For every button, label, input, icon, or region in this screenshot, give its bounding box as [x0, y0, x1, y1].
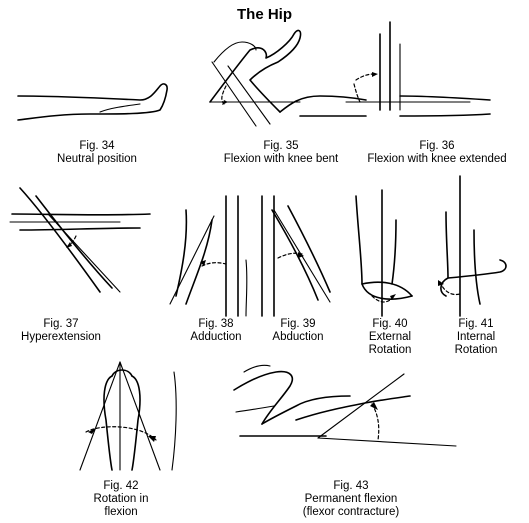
- fig-39-caption: Fig. 39 Abduction: [258, 318, 338, 344]
- diagram-title: The Hip: [237, 6, 292, 23]
- figure-number: Fig. 35: [263, 140, 299, 152]
- fig-39-abduction-drawing: [261, 195, 331, 317]
- fig-37-hyperextension-drawing: [9, 187, 151, 293]
- figure-label: Rotation in: [93, 493, 149, 505]
- fig-34-caption: Fig. 34 Neutral position: [12, 140, 182, 166]
- figure-label: Neutral position: [57, 153, 137, 165]
- fig-34-neutral-leg-drawing: [17, 83, 168, 121]
- figure-number: Fig. 38: [198, 318, 234, 330]
- figure-label: Flexion with knee extended: [367, 153, 507, 165]
- fig-41-internal-rotation-drawing: [438, 175, 507, 317]
- fig-42-rotation-in-flexion-drawing: [79, 361, 177, 471]
- figure-label: Rotation: [454, 344, 498, 356]
- fig-40-caption: Fig. 40 External Rotation: [350, 318, 430, 357]
- fig-43-permanent-flexion-drawing: [233, 364, 457, 447]
- fig-35-flexion-knee-bent-drawing: [209, 29, 367, 127]
- fig-35-caption: Fig. 35 Flexion with knee bent: [196, 140, 366, 166]
- fig-36-flexion-knee-extended-drawing: [345, 21, 491, 117]
- fig-38-caption: Fig. 38 Adduction: [176, 318, 256, 344]
- figure-label: Flexion with knee bent: [223, 153, 339, 165]
- figure-number: Fig. 43: [333, 480, 369, 492]
- figure-number: Fig. 39: [280, 318, 316, 330]
- figure-label: (flexor contracture): [302, 506, 400, 518]
- figure-label: Adduction: [190, 331, 242, 343]
- figure-label: Hyperextension: [21, 331, 101, 343]
- figure-label: Rotation: [368, 344, 412, 356]
- figure-label: Internal: [456, 331, 496, 343]
- fig-41-caption: Fig. 41 Internal Rotation: [436, 318, 516, 357]
- fig-43-caption: Fig. 43 Permanent flexion (flexor contra…: [276, 480, 426, 519]
- figure-label: External: [368, 331, 412, 343]
- fig-38-adduction-drawing: [169, 195, 248, 317]
- figure-number: Fig. 41: [458, 318, 494, 330]
- figure-number: Fig. 42: [103, 480, 139, 492]
- figure-number: Fig. 40: [372, 318, 408, 330]
- figure-label: flexion: [104, 506, 138, 518]
- figure-number: Fig. 37: [43, 318, 79, 330]
- figure-label: Abduction: [272, 331, 324, 343]
- fig-36-caption: Fig. 36 Flexion with knee extended: [352, 140, 522, 166]
- figure-number: Fig. 36: [419, 140, 455, 152]
- fig-42-caption: Fig. 42 Rotation in flexion: [76, 480, 166, 519]
- fig-37-caption: Fig. 37 Hyperextension: [6, 318, 116, 344]
- figure-label: Permanent flexion: [304, 493, 398, 505]
- figure-number: Fig. 34: [79, 140, 115, 152]
- fig-40-external-rotation-drawing: [355, 189, 413, 317]
